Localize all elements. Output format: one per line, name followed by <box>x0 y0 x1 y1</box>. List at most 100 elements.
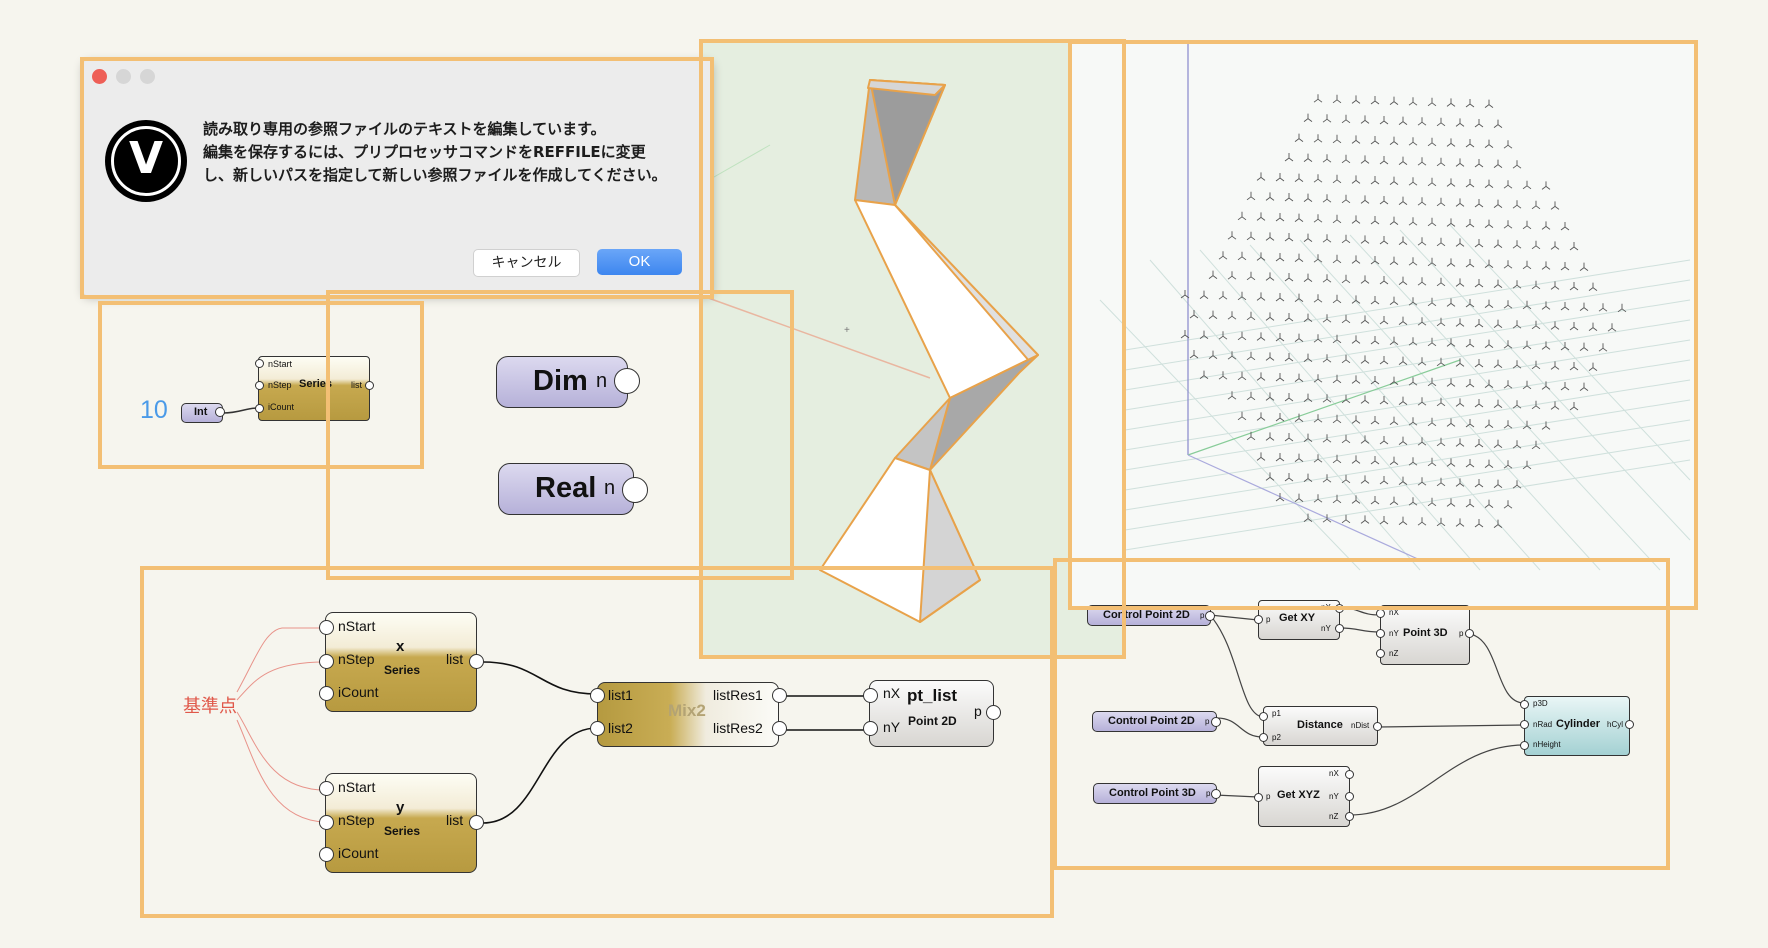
point2d-nx-port[interactable] <box>863 688 878 703</box>
series-small-nstep-port[interactable] <box>255 381 264 390</box>
get-xy-node[interactable]: p Get XY nX nY <box>1258 600 1340 640</box>
distance-p2-port[interactable] <box>1259 733 1268 742</box>
series-small-list-port[interactable] <box>365 381 374 390</box>
zoom-window-button[interactable] <box>140 69 155 84</box>
point-marker <box>1503 340 1513 349</box>
real-output-port[interactable] <box>622 477 648 503</box>
point-marker <box>1294 253 1304 262</box>
point-marker <box>1417 117 1427 126</box>
series-y-icount-port[interactable] <box>319 847 334 862</box>
point-marker <box>1579 382 1589 391</box>
viewport-3d-grid[interactable] <box>1070 42 1694 608</box>
cylinder-hcyl-port[interactable] <box>1625 720 1634 729</box>
point-marker <box>1303 113 1313 122</box>
point-marker <box>1446 298 1456 307</box>
point-marker <box>1237 411 1247 421</box>
cp3d-out-port[interactable] <box>1211 789 1221 799</box>
point3d-nx-port[interactable] <box>1376 609 1385 618</box>
minimize-window-button[interactable] <box>116 69 131 84</box>
point-marker <box>1379 476 1389 485</box>
point3d-ny-port[interactable] <box>1376 629 1385 638</box>
point-marker <box>1379 276 1389 285</box>
control-point-2d-node-b[interactable]: Control Point 2D p <box>1092 711 1217 732</box>
number-input-value[interactable]: 10 <box>140 396 168 424</box>
mix2-node[interactable]: list1 Mix2 listRes1 list2 listRes2 <box>597 682 779 747</box>
ok-button[interactable]: OK <box>597 249 682 275</box>
cylinder-node[interactable]: p3D nRad Cylinder hCyl nHeight <box>1524 696 1630 756</box>
point3d-p-port[interactable] <box>1465 629 1474 638</box>
point-marker <box>1341 274 1351 284</box>
point-marker <box>1465 499 1475 508</box>
get-xy-ny-port[interactable] <box>1335 624 1344 633</box>
point-marker <box>1417 277 1427 286</box>
point-marker <box>1531 400 1541 410</box>
dim-output-port[interactable] <box>614 368 640 394</box>
point-marker <box>1579 342 1589 351</box>
cylinder-nheight-port[interactable] <box>1520 741 1529 750</box>
get-xyz-ny-port[interactable] <box>1345 792 1354 801</box>
point-marker <box>1379 236 1389 245</box>
point-marker <box>1284 193 1294 202</box>
get-xy-in-port[interactable] <box>1254 615 1263 624</box>
point3d-node[interactable]: nX nY Point 3D p nZ <box>1380 605 1470 665</box>
point-marker <box>1303 273 1313 282</box>
point-marker <box>1560 342 1570 351</box>
point-marker <box>1588 282 1598 291</box>
point2d-node[interactable]: nX pt_list nY Point 2D p <box>869 680 994 747</box>
point-marker <box>1275 453 1285 462</box>
cylinder-nrad-port[interactable] <box>1520 720 1529 729</box>
point-marker <box>1484 179 1494 188</box>
get-xyz-node[interactable]: nX p Get XYZ nY nZ <box>1258 766 1350 827</box>
point-marker <box>1180 330 1190 339</box>
series-y-nstart-port[interactable] <box>319 781 334 796</box>
point-marker <box>1379 356 1389 365</box>
series-small-icount-port[interactable] <box>255 404 264 413</box>
series-x-nstart-port[interactable] <box>319 620 334 635</box>
series-x-icount-port[interactable] <box>319 686 334 701</box>
point-marker <box>1332 414 1342 424</box>
close-window-button[interactable] <box>92 69 107 84</box>
series-y-node[interactable]: nStart y nStep Series list iCount <box>325 773 477 873</box>
distance-p1-port[interactable] <box>1259 712 1268 721</box>
get-xyz-in-port[interactable] <box>1254 793 1263 802</box>
point-marker <box>1484 99 1494 108</box>
distance-node[interactable]: p1 Distance nDist p2 <box>1263 706 1378 746</box>
mix2-list2-port[interactable] <box>590 721 605 736</box>
point-marker <box>1370 336 1380 345</box>
point3d-nz-port[interactable] <box>1376 649 1385 658</box>
distance-ndist-port[interactable] <box>1373 722 1382 731</box>
get-xyz-nx-port[interactable] <box>1345 770 1354 779</box>
point-marker <box>1550 281 1560 290</box>
get-xyz-nz-port[interactable] <box>1345 812 1354 821</box>
point-marker <box>1284 473 1294 482</box>
series-x-node[interactable]: nStart x nStep Series list iCount <box>325 612 477 712</box>
dim-node[interactable]: Dim n <box>496 356 628 408</box>
point-marker <box>1465 219 1475 228</box>
cancel-button[interactable]: キャンセル <box>473 249 580 277</box>
control-point-3d-node[interactable]: Control Point 3D p <box>1093 783 1217 804</box>
cp2d-a-out-port[interactable] <box>1205 611 1215 621</box>
mix2-listres2-port[interactable] <box>772 721 787 736</box>
series-y-nstep-port[interactable] <box>319 815 334 830</box>
point2d-ny-port[interactable] <box>863 721 878 736</box>
series-x-list-port[interactable] <box>469 654 484 669</box>
point-marker <box>1512 480 1522 489</box>
point-marker <box>1427 377 1437 387</box>
point-marker <box>1617 303 1627 313</box>
mix2-listres1-port[interactable] <box>772 688 787 703</box>
point-cloud <box>1180 94 1627 528</box>
series-small-nstart-port[interactable] <box>255 359 264 368</box>
point2d-p-port[interactable] <box>986 705 1001 720</box>
series-node-small[interactable]: nStart nStep Series list iCount <box>258 356 370 421</box>
control-point-2d-node-a[interactable]: Control Point 2D p <box>1087 605 1211 626</box>
cylinder-p3d-port[interactable] <box>1520 700 1529 709</box>
cp2d-b-out-port[interactable] <box>1211 717 1221 727</box>
point-marker <box>1370 296 1380 305</box>
series-y-list-port[interactable] <box>469 815 484 830</box>
get-xy-nx-port[interactable] <box>1335 604 1344 613</box>
real-node[interactable]: Real n <box>498 463 634 515</box>
mix2-list1-port[interactable] <box>590 688 605 703</box>
int-node[interactable]: Int <box>181 403 223 423</box>
series-x-nstep-port[interactable] <box>319 654 334 669</box>
int-output-port[interactable] <box>215 407 225 417</box>
